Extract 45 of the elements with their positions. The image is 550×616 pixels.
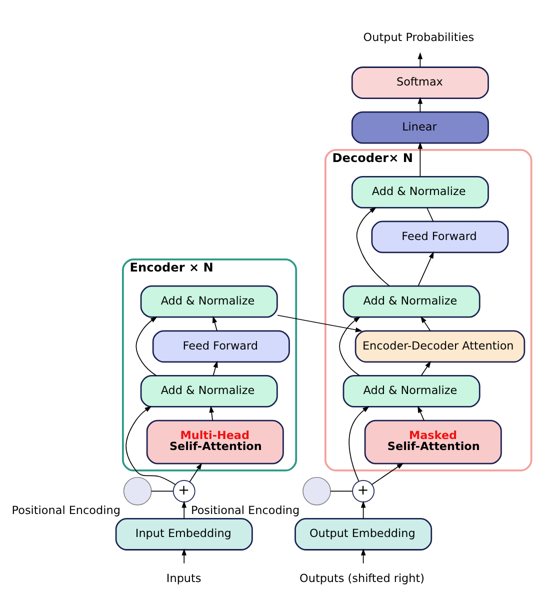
arrow	[360, 500, 366, 519]
arrow	[277, 314, 362, 332]
arrow	[212, 315, 218, 331]
node-box: Feed Forward	[152, 330, 290, 362]
node-text: Inputs	[166, 571, 202, 584]
node-box: Add & Normalize	[140, 374, 278, 407]
arrow	[348, 406, 370, 482]
arrow	[209, 405, 214, 420]
node-box: Add & Normalize	[342, 284, 480, 318]
arrow	[126, 406, 176, 484]
node-label: Positional Encoding	[190, 503, 300, 516]
node-box: Softmax	[351, 66, 489, 98]
connector	[150, 490, 174, 492]
arrow	[420, 316, 431, 331]
node-circle: +	[352, 479, 375, 502]
node-box: Add & Normalize	[351, 175, 489, 208]
arrow	[182, 548, 187, 564]
node-box: Masked Selif-Attention	[364, 419, 502, 464]
node-label: Positional Encoding	[12, 503, 120, 516]
node-box: Output Embedding	[294, 518, 432, 550]
node-box: Multi-Head Selif-Attention	[146, 419, 284, 464]
arrow	[418, 405, 424, 420]
arrow	[418, 250, 434, 286]
arrow	[371, 462, 404, 484]
node-box: Encoder-Decoder Attention	[354, 330, 526, 362]
node-text: Output Probabilities	[363, 30, 474, 44]
node-circle: +	[172, 479, 196, 502]
connector	[330, 490, 353, 492]
node-box: Feed Forward	[371, 220, 509, 253]
node-text: Outputs (shifted right)	[300, 571, 425, 584]
arrow	[339, 316, 361, 376]
arrow	[418, 141, 423, 176]
arrow	[189, 462, 202, 482]
node-box: Linear	[351, 110, 489, 144]
arrow	[420, 360, 431, 376]
node-circle	[123, 476, 152, 505]
arrow	[356, 206, 390, 286]
node-box: Add & Normalize	[140, 284, 278, 318]
node-box: Add & Normalize	[342, 374, 480, 407]
node-circle	[302, 476, 331, 505]
arrow	[136, 316, 158, 376]
node-box: Input Embedding	[115, 518, 253, 550]
arrow	[182, 500, 187, 519]
connector	[426, 206, 434, 222]
arrow	[212, 360, 218, 376]
